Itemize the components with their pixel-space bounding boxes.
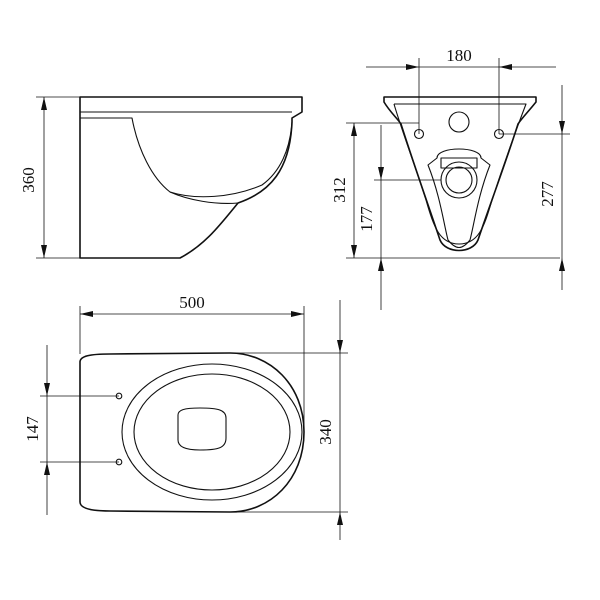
side-view-trap-line (169, 191, 239, 204)
dimension-360: 360 (19, 96, 80, 259)
dimension-360-label: 360 (19, 167, 38, 193)
dimension-312: 312 (330, 122, 560, 259)
flush-inlet-hole (448, 111, 470, 133)
dimension-277: 277 (499, 85, 570, 290)
dimension-180-label: 180 (446, 46, 472, 65)
dimension-177-label: 177 (357, 206, 376, 232)
outlet-pipe-inner (445, 166, 473, 194)
side-view-outline (79, 96, 303, 259)
dimension-147: 147 (23, 345, 119, 515)
dimension-500-label: 500 (179, 293, 205, 312)
dimension-340: 340 (230, 300, 348, 540)
dimension-500: 500 (79, 293, 305, 432)
dimension-180: 180 (366, 46, 556, 134)
seat-rim-outer (121, 363, 303, 501)
front-view-bowl-shape (427, 148, 491, 249)
dimension-340-label: 340 (316, 419, 335, 445)
bowl-opening (177, 407, 227, 451)
front-view-inner-line (393, 103, 527, 245)
top-view (79, 352, 305, 513)
front-view (383, 96, 537, 252)
front-view-neck (440, 157, 478, 169)
dimension-277-label: 277 (538, 181, 557, 207)
side-view-bowl-line (80, 117, 293, 198)
dimension-147-label: 147 (23, 416, 42, 442)
side-view (79, 96, 303, 259)
top-view-outline (79, 352, 305, 513)
seat-rim-inner (133, 373, 291, 491)
dimension-312-label: 312 (330, 177, 349, 203)
front-view-outline (383, 96, 537, 252)
dimension-177: 177 (357, 125, 441, 310)
